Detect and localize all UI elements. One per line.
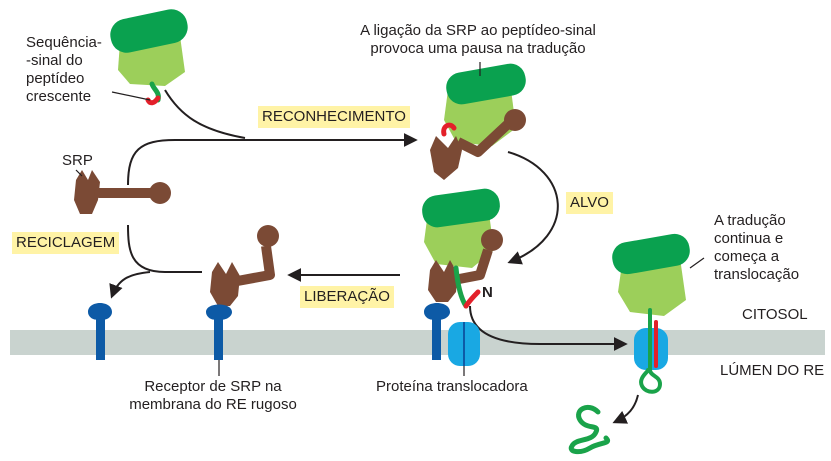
translation-leader-line (689, 257, 705, 269)
translation-note: A tradução continua e começa a transloca… (714, 212, 799, 284)
translocator-label: Proteína translocadora (376, 378, 528, 395)
receptor-line-2: membrana do RE rugoso (129, 396, 297, 413)
pause-note-line-1: A ligação da SRP ao peptídeo-sinal (360, 22, 596, 39)
translocating-ribosome (612, 233, 690, 394)
er-membrane (10, 330, 825, 355)
step-targeting: ALVO (566, 192, 613, 214)
signal-sequence-line-2: -sinal do (26, 52, 83, 69)
er-lumen-label: LÚMEN DO RE (720, 362, 825, 379)
arrow-folding (612, 394, 639, 424)
docked-ribosome (422, 188, 503, 366)
free-ribosome (110, 9, 188, 106)
cytosol-label: CITOSOL (742, 306, 808, 323)
arrow-recognition (127, 133, 418, 186)
translation-note-line-1: A tradução (714, 212, 786, 229)
arrow-signal-in (164, 89, 246, 139)
srp-receptor-occupied (206, 304, 232, 360)
pause-note-line-2: provoca uma pausa na tradução (370, 40, 586, 57)
arrow-targeting (507, 151, 559, 265)
signal-sequence-label: Sequência- -sinal do peptídeo crescente (26, 34, 102, 106)
srp-leader-line (75, 169, 83, 177)
folded-protein (568, 405, 610, 455)
srp-label: SRP (62, 152, 93, 169)
signal-sequence-line-4: crescente (26, 88, 92, 105)
arrow-recycling (127, 224, 202, 273)
pause-note: A ligação da SRP ao peptídeo-sinal provo… (338, 22, 618, 58)
signal-leader-line (111, 91, 151, 101)
free-srp-receptor (88, 303, 112, 360)
signal-sequence-line-3: peptídeo (26, 70, 85, 87)
step-release: LIBERAÇÃO (300, 286, 394, 308)
srp-bound-ribosome (430, 63, 526, 180)
signal-sequence-line-1: Sequência- (26, 34, 102, 51)
arrow-translocation (469, 305, 628, 351)
n-terminus-label: N (482, 284, 493, 301)
translation-note-line-3: começa a (714, 248, 780, 265)
translation-note-line-2: continua e (714, 230, 784, 247)
translation-note-line-4: translocação (714, 266, 800, 283)
arrow-recycling-down (109, 271, 151, 299)
receptor-line-1: Receptor de SRP na (144, 378, 282, 395)
released-srp (210, 225, 279, 306)
receptor-label: Receptor de SRP na membrana do RE rugoso (108, 378, 318, 414)
step-recognition: RECONHECIMENTO (258, 106, 410, 128)
step-recycling: RECICLAGEM (12, 232, 120, 254)
free-srp (74, 170, 171, 214)
